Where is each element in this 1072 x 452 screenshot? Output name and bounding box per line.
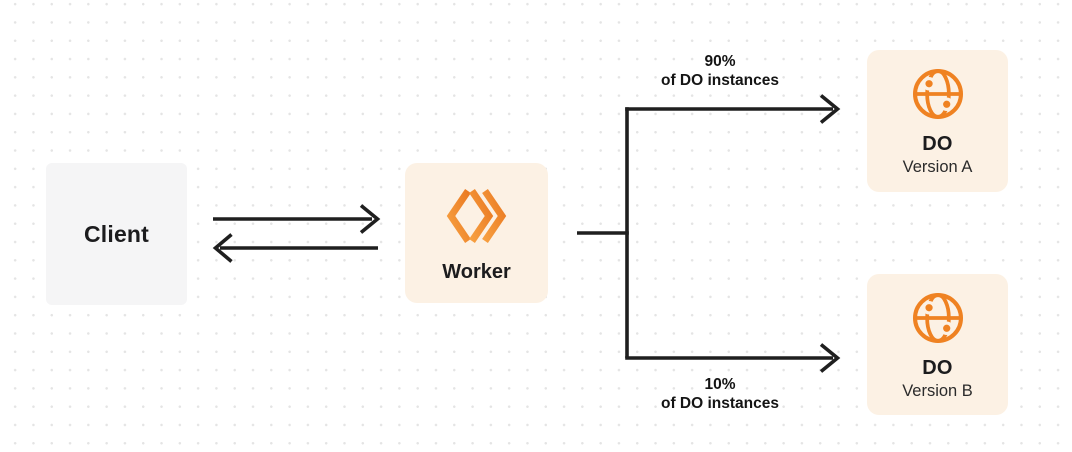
arrow-worker-to-client: [212, 233, 378, 263]
do-b-subtitle: Version B: [902, 381, 973, 400]
split-top-label: 90% of DO instances: [624, 53, 816, 90]
durable-object-globe-icon: [912, 292, 963, 343]
do-b-title: DO: [922, 356, 953, 379]
arrow-to-do-version-a: [625, 94, 841, 124]
split-top-percent: 90%: [704, 53, 736, 70]
split-bottom-percent: 10%: [704, 376, 736, 393]
do-version-b-node: DO Version B: [867, 274, 1008, 415]
split-bottom-caption: of DO instances: [661, 394, 779, 412]
do-a-subtitle: Version A: [902, 158, 973, 176]
split-top-caption: of DO instances: [661, 71, 779, 89]
worker-node: Worker: [405, 163, 548, 303]
cloudflare-workers-icon: [446, 188, 506, 243]
do-a-title: DO: [922, 133, 953, 155]
client-label: Client: [83, 220, 150, 247]
arrow-to-do-version-b: [625, 343, 841, 373]
do-version-a-node: DO Version A: [867, 50, 1008, 192]
arrow-client-to-worker: [213, 204, 381, 234]
worker-label: Worker: [442, 260, 511, 283]
client-node: Client: [46, 163, 187, 305]
branch-connector: [577, 107, 629, 358]
split-bottom-label: 10% of DO instances: [624, 376, 816, 413]
durable-object-globe-icon: [912, 68, 963, 120]
